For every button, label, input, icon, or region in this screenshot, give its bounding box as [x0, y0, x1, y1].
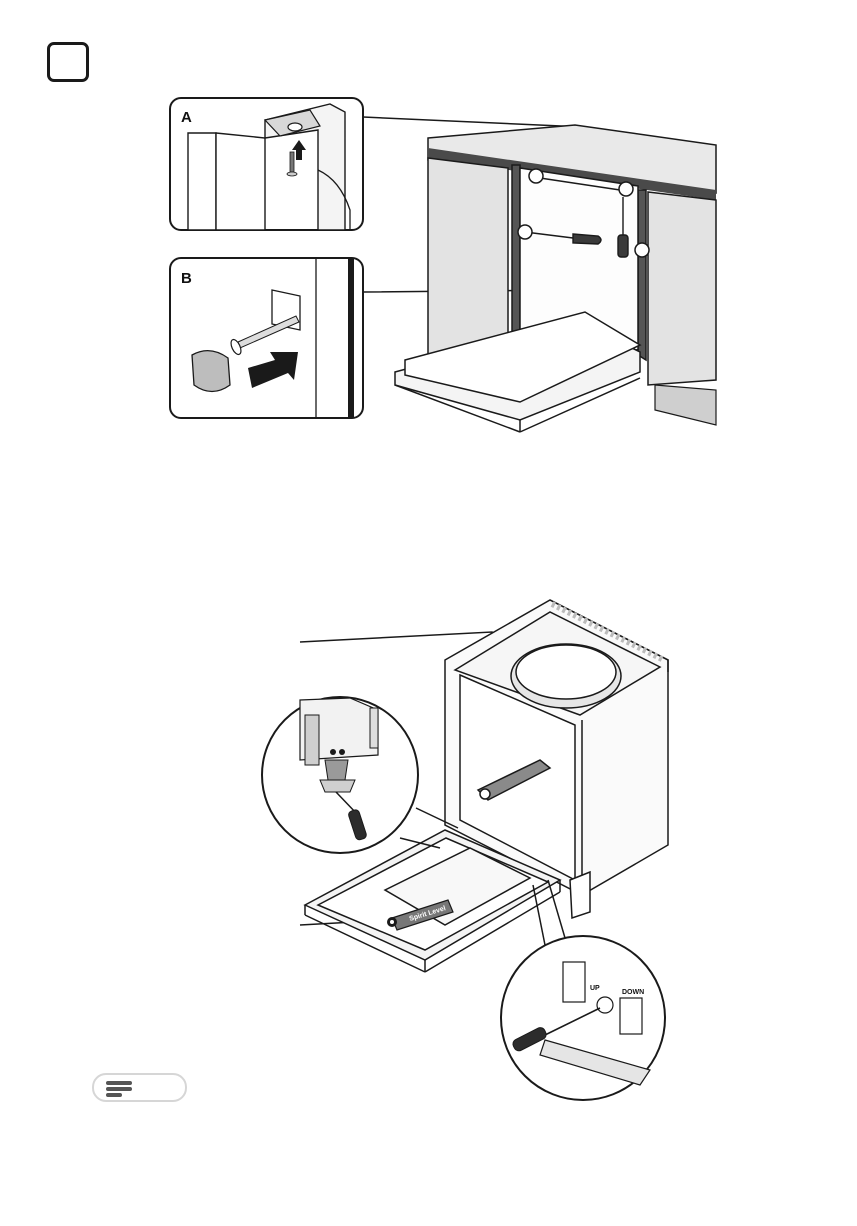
zoom-circle-rear-foot [262, 697, 418, 853]
up-label: UP [590, 985, 600, 992]
down-label: DOWN [622, 989, 644, 996]
menu-icon[interactable] [92, 1073, 187, 1102]
zoom-circle-front-foot: UP DOWN [501, 936, 665, 1100]
